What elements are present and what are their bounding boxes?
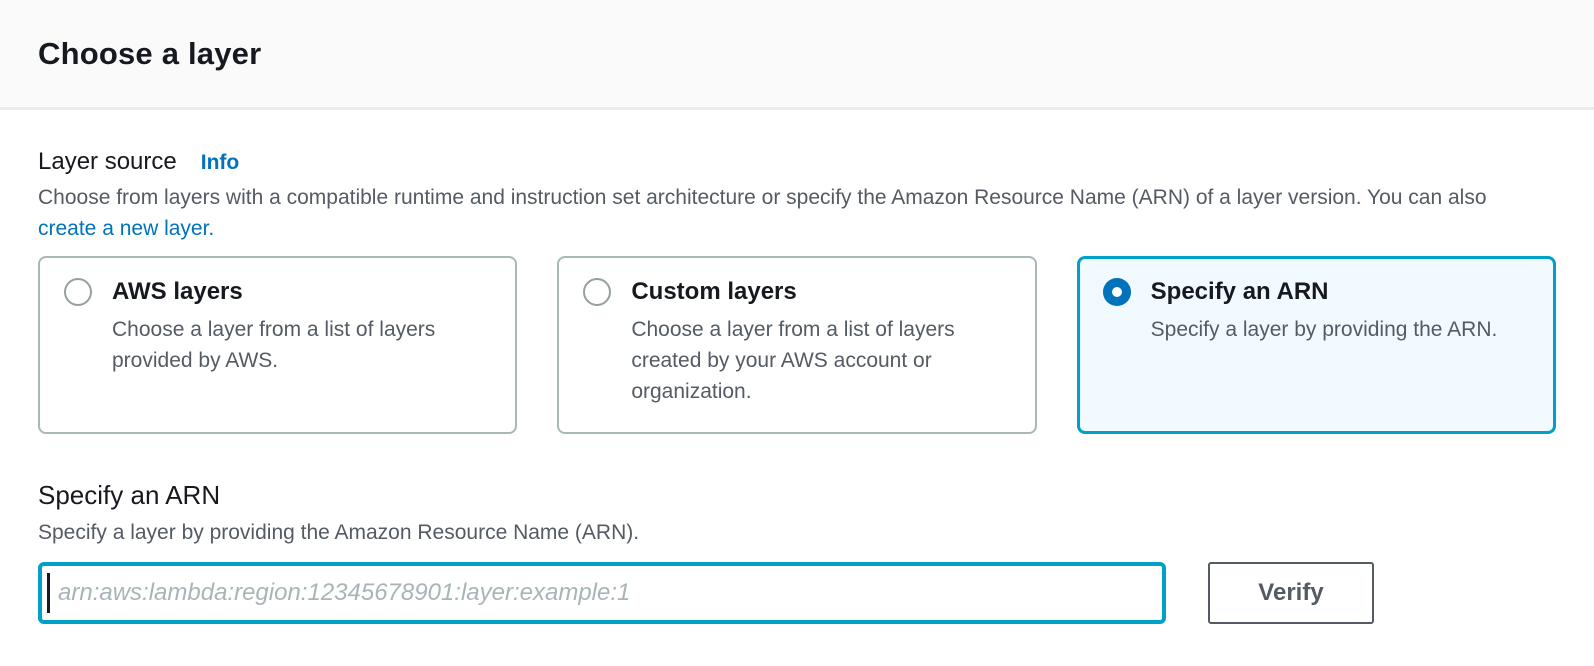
layer-source-label: Layer source — [38, 148, 177, 175]
create-new-layer-link[interactable]: create a new layer. — [38, 217, 215, 240]
layer-source-tiles: AWS layers Choose a layer from a list of… — [38, 256, 1556, 434]
layer-source-description-text: Choose from layers with a compatible run… — [38, 186, 1487, 209]
arn-input-wrapper — [38, 562, 1166, 624]
layer-source-description: Choose from layers with a compatible run… — [38, 182, 1508, 244]
panel-header: Choose a layer — [0, 0, 1594, 110]
tile-head: Custom layers — [583, 278, 1010, 306]
arn-input[interactable] — [42, 566, 1162, 620]
arn-input-row: Verify — [38, 562, 1556, 624]
panel-content: Layer source Info Choose from layers wit… — [0, 148, 1594, 624]
radio-icon[interactable] — [583, 278, 612, 306]
tile-custom-layers[interactable]: Custom layers Choose a layer from a list… — [557, 256, 1037, 434]
tile-title: AWS layers — [112, 278, 243, 305]
specify-arn-description: Specify a layer by providing the Amazon … — [38, 521, 640, 544]
specify-arn-section: Specify an ARN Specify a layer by provid… — [38, 480, 1556, 624]
tile-title: Custom layers — [631, 278, 797, 305]
tile-specify-arn[interactable]: Specify an ARN Specify a layer by provid… — [1076, 256, 1556, 434]
tile-aws-layers[interactable]: AWS layers Choose a layer from a list of… — [38, 256, 518, 434]
tile-description: Choose a layer from a list of layers pro… — [112, 318, 436, 372]
tile-description: Choose a layer from a list of layers cre… — [631, 318, 955, 403]
radio-selected-icon[interactable] — [1102, 278, 1131, 306]
info-link[interactable]: Info — [200, 151, 240, 174]
verify-button[interactable]: Verify — [1208, 562, 1374, 624]
tile-title: Specify an ARN — [1150, 278, 1329, 305]
tile-description: Specify a layer by providing the ARN. — [1150, 318, 1498, 341]
layer-source-label-row: Layer source Info — [38, 148, 1556, 176]
page-title: Choose a layer — [38, 35, 262, 71]
radio-icon[interactable] — [64, 278, 92, 306]
tile-head: AWS layers — [64, 278, 491, 306]
tile-head: Specify an ARN — [1102, 278, 1530, 306]
specify-arn-title: Specify an ARN — [38, 480, 221, 510]
